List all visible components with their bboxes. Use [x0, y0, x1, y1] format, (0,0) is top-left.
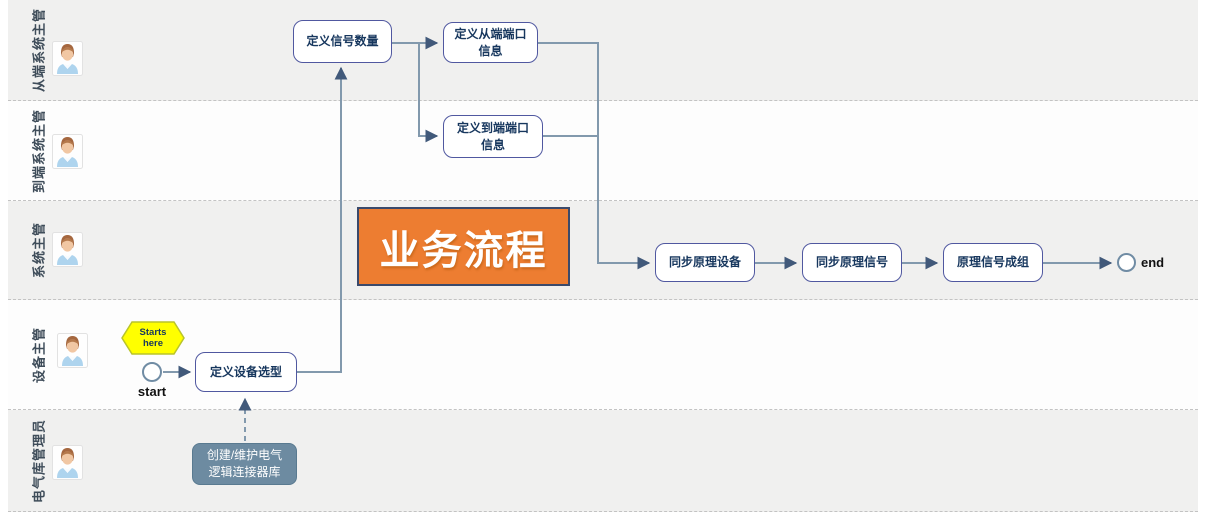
person-avatar-icon — [52, 41, 83, 76]
node-label: 定义信号数量 — [306, 34, 379, 49]
node-label: 同步原理信号 — [815, 255, 888, 270]
node-sync-principle-device[interactable]: 同步原理设备 — [655, 243, 755, 282]
diagram-title: 业务流程 — [379, 228, 548, 273]
lane-label-device: 设备主管 — [31, 326, 47, 384]
node-sync-principle-signal[interactable]: 同步原理信号 — [802, 243, 902, 282]
lane-label-to-system: 到端系统主管 — [31, 108, 47, 194]
node-define-device-selection[interactable]: 定义设备选型 — [195, 352, 297, 392]
starts-here-callout: Starts here — [121, 321, 185, 355]
node-label: 同步原理设备 — [668, 255, 741, 270]
lane-label-from-system: 从端系统主管 — [31, 7, 47, 93]
lane-from-system — [8, 0, 1198, 101]
node-define-to-port[interactable]: 定义到端端口 信息 — [443, 115, 543, 158]
node-create-connector-library[interactable]: 创建/维护电气 逻辑连接器库 — [192, 443, 297, 485]
start-event-label: start — [137, 384, 167, 399]
person-avatar-icon — [52, 134, 83, 169]
lane-elec-library — [8, 410, 1198, 512]
node-label: 定义设备选型 — [209, 364, 282, 379]
lane-label-system: 系统主管 — [31, 221, 47, 279]
lane-to-system — [8, 101, 1198, 201]
node-label: 定义到端端口 信息 — [456, 121, 529, 152]
lane-label-elec-library: 电气库管理员 — [31, 418, 47, 504]
person-avatar-icon — [52, 445, 83, 480]
node-define-signal-count[interactable]: 定义信号数量 — [293, 20, 392, 63]
person-avatar-icon — [57, 333, 88, 368]
start-event-circle[interactable] — [142, 362, 162, 382]
node-label: 创建/维护电气 逻辑连接器库 — [206, 448, 283, 479]
node-label: 原理信号成组 — [956, 255, 1029, 270]
hexagon-icon — [121, 321, 185, 355]
lane-device — [8, 300, 1198, 410]
node-label: 定义从端端口 信息 — [454, 27, 527, 58]
end-event-circle[interactable] — [1117, 253, 1136, 272]
end-event-label: end — [1141, 255, 1165, 270]
diagram-title-banner: 业务流程 — [357, 207, 570, 286]
node-principle-signal-group[interactable]: 原理信号成组 — [943, 243, 1043, 282]
starts-here-label: Starts here — [139, 326, 167, 349]
person-avatar-icon — [52, 232, 83, 267]
node-define-from-port[interactable]: 定义从端端口 信息 — [443, 22, 538, 63]
